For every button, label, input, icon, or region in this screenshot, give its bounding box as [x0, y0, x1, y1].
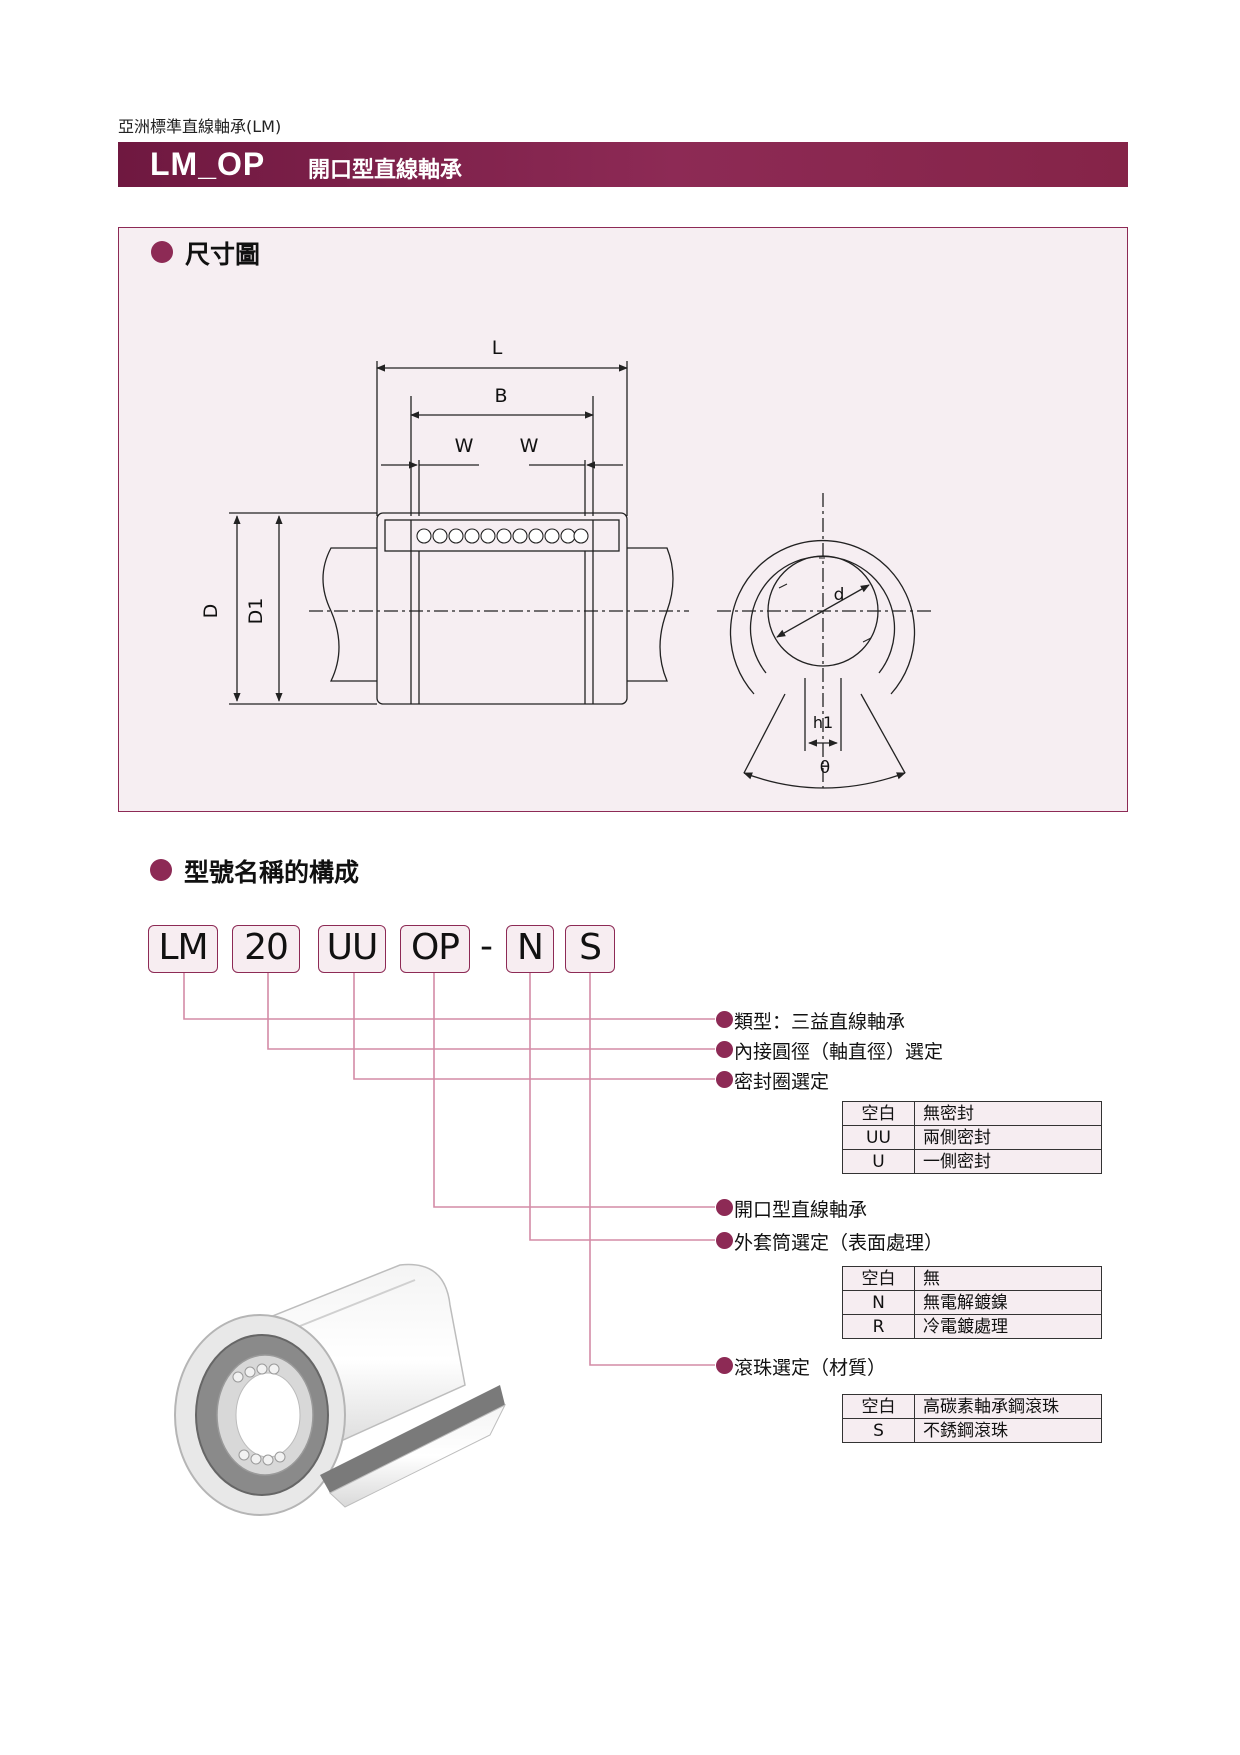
code-sleeve: N — [506, 925, 554, 973]
dim-label-h1: h1 — [813, 713, 833, 732]
option-meaning: 無密封 — [914, 1101, 1102, 1126]
desc-open: 開口型直線軸承 — [734, 1199, 868, 1221]
dim-label-theta: θ — [820, 758, 830, 778]
dimension-section-title: 尺寸圖 — [185, 240, 261, 269]
option-meaning: 不銹鋼滾珠 — [914, 1418, 1102, 1443]
model-name: 開口型直線軸承 — [308, 158, 463, 183]
dim-label-L: L — [492, 337, 503, 359]
table-row: 空白高碳素軸承鋼滾珠 — [842, 1394, 1102, 1419]
desc-sleeve: 外套筒選定（表面處理） — [734, 1232, 944, 1254]
option-code: UU — [842, 1125, 915, 1150]
dim-label-B: B — [494, 385, 507, 407]
option-code: U — [842, 1149, 915, 1174]
option-code: R — [842, 1314, 915, 1339]
dim-label-D: D — [200, 604, 222, 619]
desc-bullet-icon — [716, 1199, 733, 1216]
desc-bullet-icon — [716, 1071, 733, 1088]
bearing-product-image — [174, 1263, 507, 1516]
code-size: 20 — [232, 925, 300, 973]
option-meaning: 一側密封 — [914, 1149, 1102, 1174]
dim-label-d: d — [834, 585, 845, 605]
code-ball: S — [565, 925, 615, 973]
desc-type: 類型：三益直線軸承 — [734, 1011, 906, 1033]
code-dash: - — [480, 926, 493, 967]
code-seal: UU — [318, 925, 386, 973]
dim-label-W2: W — [520, 435, 539, 457]
option-meaning: 無電解鍍鎳 — [914, 1290, 1102, 1315]
option-meaning: 冷電鍍處理 — [914, 1314, 1102, 1339]
dimension-panel: 尺寸圖 — [118, 227, 1128, 812]
option-code: 空白 — [842, 1266, 915, 1291]
desc-bullet-icon — [716, 1011, 733, 1028]
option-meaning: 兩側密封 — [914, 1125, 1102, 1150]
option-meaning: 高碳素軸承鋼滾珠 — [914, 1394, 1102, 1419]
dim-label-W1: W — [455, 435, 474, 457]
desc-size: 內接圓徑（軸直徑）選定 — [734, 1041, 944, 1063]
section-bullet-icon — [150, 859, 172, 881]
section-bullet-icon — [151, 241, 173, 263]
code-open: OP — [400, 925, 470, 973]
desc-bullet-icon — [716, 1041, 733, 1058]
option-meaning: 無 — [914, 1266, 1102, 1291]
table-row: 空白無密封 — [842, 1101, 1102, 1126]
desc-ball: 滾珠選定（材質） — [734, 1357, 887, 1379]
desc-bullet-icon — [716, 1357, 733, 1374]
model-title: LM_OP — [150, 146, 266, 182]
dimension-drawing: L B W W D D1 d h1 θ — [200, 337, 933, 789]
composition-section-title: 型號名稱的構成 — [184, 858, 360, 887]
option-code: N — [842, 1290, 915, 1315]
table-row: 空白無 — [842, 1266, 1102, 1291]
option-code: 空白 — [842, 1394, 915, 1419]
title-bar: LM_OP 開口型直線軸承 — [118, 142, 1128, 187]
option-code: 空白 — [842, 1101, 915, 1126]
dim-label-D1: D1 — [245, 598, 267, 625]
code-type: LM — [148, 925, 218, 973]
desc-bullet-icon — [716, 1232, 733, 1249]
page-caption: 亞洲標準直線軸承(LM) — [118, 117, 282, 136]
option-code: S — [842, 1418, 915, 1443]
desc-seal: 密封圈選定 — [734, 1071, 830, 1093]
